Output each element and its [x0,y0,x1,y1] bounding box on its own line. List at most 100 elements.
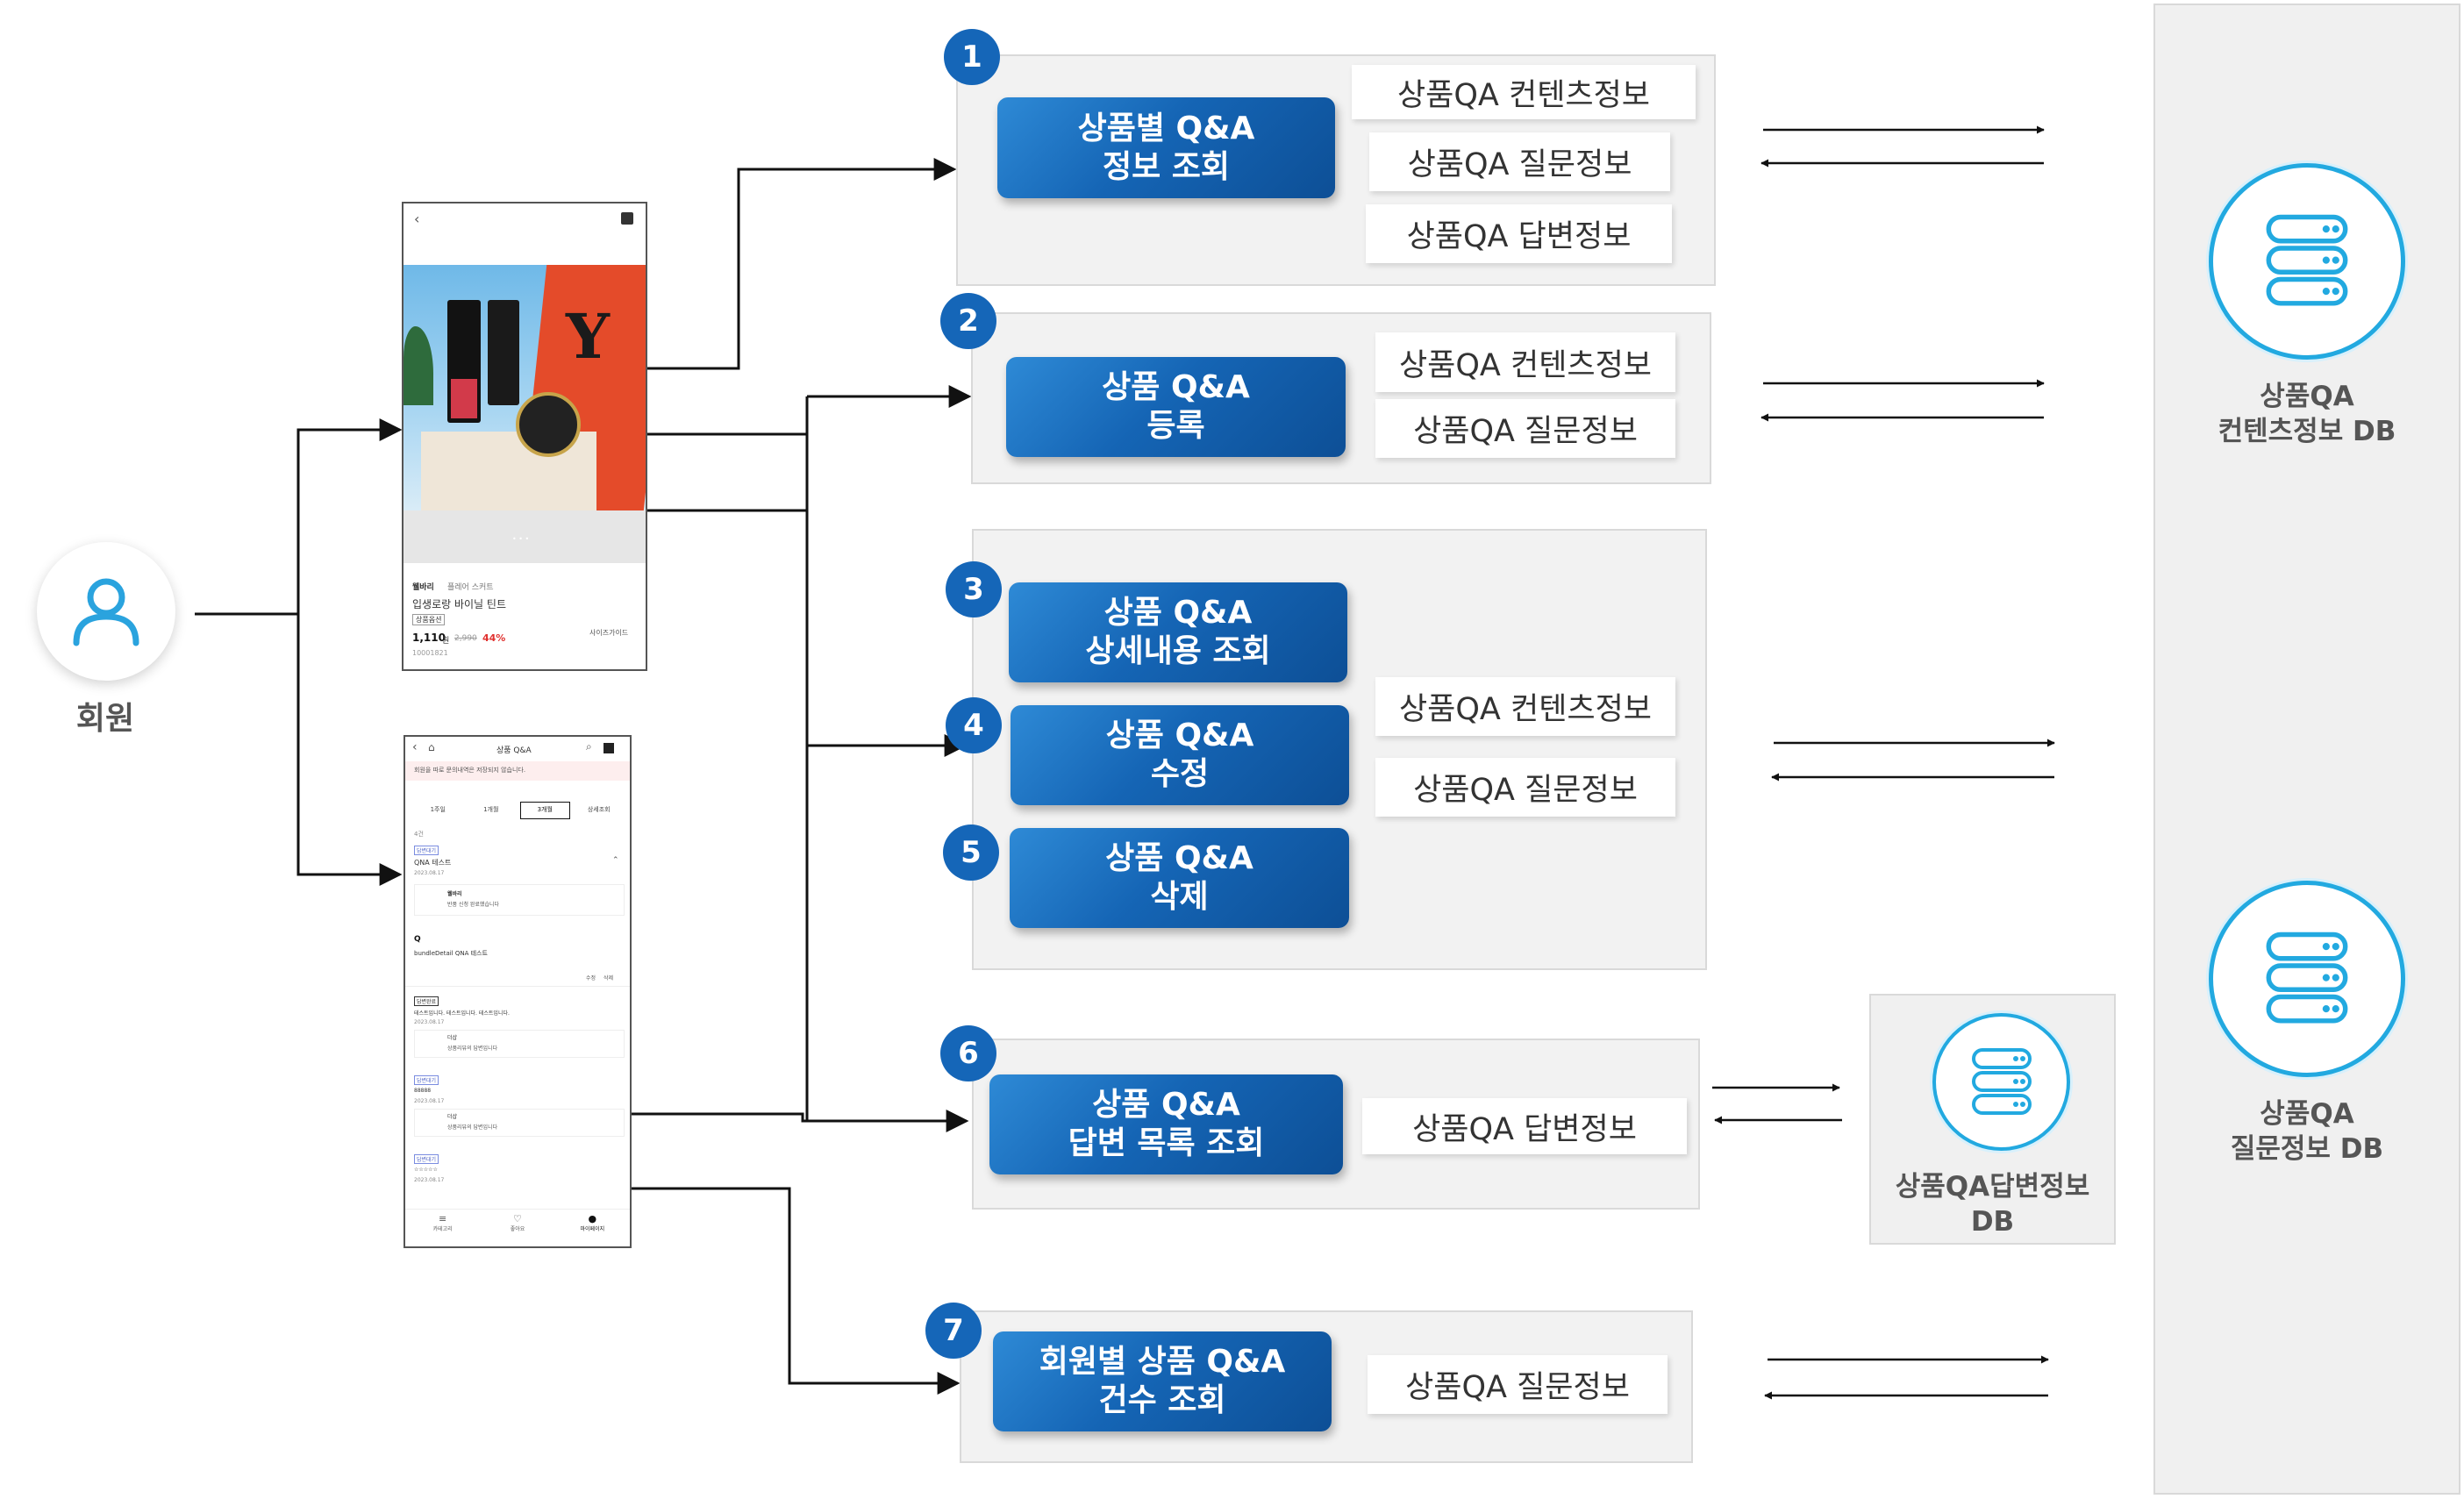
edit-link[interactable]: 수정 [586,975,596,981]
brand-name[interactable]: 웰바리 [412,583,434,592]
qa-item-title[interactable]: 테스트입니다. 테스트입니다. 테스트입니다. [414,1010,510,1017]
product-image: Y [404,265,646,510]
nav-category[interactable]: ≡카테고리 [405,1210,480,1246]
qa-item-date: 2023.08.17 [414,1098,445,1104]
qa-list-screen: ‹ ⌂ 상품 Q&A ⌕ 회원을 따로 문의내역은 저장되지 않습니다. 1주일… [404,735,632,1248]
period-1m[interactable]: 1개월 [483,806,499,813]
answer-label: 웰바리 [447,891,462,897]
answer-db-circle [1932,1013,2070,1151]
cart-icon[interactable] [621,212,633,225]
nav-mypage[interactable]: ●마이페이지 [555,1210,630,1246]
database-icon [1971,1047,2032,1115]
question-db-circle [2209,881,2405,1077]
period-tabs: 1주일 1개월 3개월 상세조회 [414,802,623,819]
carousel-dots: • • • [512,535,530,543]
discount-rate: 44% [482,632,506,644]
answer-text: 반품 신청 완료했습니다 [447,902,500,908]
database-icon [2266,214,2348,306]
status-badge: 답변대기 [414,846,439,855]
qa-item-date: 2023.08.17 [414,870,445,876]
period-3m[interactable]: 3개월 [520,802,570,819]
product-to-fn1 [647,158,957,370]
reply-box [414,1030,625,1058]
period-1w[interactable]: 1주일 [430,806,446,813]
menu-icon: ≡ [439,1213,447,1224]
reply-text: 상품리뷰의 답변입니다 [447,1124,498,1131]
carousel-area [404,510,646,563]
reply-text: 상품리뷰의 답변입니다 [447,1046,498,1052]
info-answer: 상품QA 답변정보 [1366,204,1672,263]
back-icon[interactable]: ‹ [414,211,420,227]
qa-item-title[interactable]: ☆☆☆☆☆ [414,1167,438,1173]
cart-icon[interactable] [604,743,614,753]
option-chip[interactable]: 상품옵션 [412,614,446,625]
reply-box [414,1109,625,1137]
content-db-circle [2209,163,2405,360]
info-question: 상품QA 질문정보 [1368,1355,1668,1414]
delete-link[interactable]: 삭제 [604,975,614,981]
step-badge-6: 6 [940,1025,996,1081]
product-tag: 플레어 스커트 [447,583,494,592]
info-question: 상품QA 질문정보 [1375,758,1675,817]
member-label: 회원 [75,701,135,737]
original-price: 2,990 [454,634,477,643]
notice-bar [405,761,630,781]
qa-item-date: 2023.08.17 [414,1177,445,1183]
step-badge-3: 3 [946,561,1002,617]
info-content: 상품QA 컨텐츠정보 [1352,65,1696,119]
step-badge-7: 7 [925,1303,982,1359]
size-guide-link[interactable]: 사이즈가이드 [589,629,629,637]
product-name: 입생로랑 바이닐 틴트 [412,598,506,610]
price-unit: 원 [442,637,450,646]
qa-item-title[interactable]: 88888 [414,1088,432,1094]
heart-icon: ♡ [513,1213,522,1224]
reply-label: 더샵 [447,1035,458,1041]
back-icon[interactable]: ‹ [412,740,418,754]
question-text: bundleDetail QNA 테스트 [414,950,488,957]
info-content: 상품QA 컨텐츠정보 [1375,677,1675,736]
person-icon: ● [588,1213,597,1224]
product-price: 1,110 [412,632,446,644]
search-icon[interactable]: ⌕ [586,740,592,753]
answer-box [414,884,625,916]
product-code: 10001821 [412,649,448,657]
user-icon [73,578,139,646]
home-icon[interactable]: ⌂ [428,741,435,753]
member-to-product-screen [296,418,403,614]
info-answer: 상품QA 답변정보 [1362,1098,1687,1154]
member-to-qa-screen [296,614,403,886]
database-icon [2266,932,2348,1024]
nav-like[interactable]: ♡좋아요 [480,1210,554,1246]
qa-to-fn7 [632,1187,961,1395]
product-detail-screen: ‹ Y • • • 웰바리 플레어 스커트 입생로랑 바이닐 틴트 상품옵션 1… [402,202,647,671]
divider [405,986,630,987]
step-badge-1: 1 [944,29,1000,85]
notice-text: 회원을 따로 문의내역은 저장되지 않습니다. [414,767,526,774]
step-badge-2: 2 [940,293,996,349]
step-badge-4: 4 [946,697,1002,753]
qa-to-fn6 [632,1110,969,1132]
info-question: 상품QA 질문정보 [1375,399,1675,458]
bottom-nav: ≡카테고리 ♡좋아요 ●마이페이지 [405,1209,630,1246]
status-badge: 답변대기 [414,1075,439,1085]
step-badge-5: 5 [943,824,999,881]
info-question: 상품QA 질문정보 [1369,132,1670,191]
period-detail[interactable]: 상세조회 [587,806,611,813]
status-badge: 답변대기 [414,1154,439,1164]
qa-item-title[interactable]: QNA 테스트 [414,859,452,867]
info-content: 상품QA 컨텐츠정보 [1375,332,1675,392]
qa-item-date: 2023.08.17 [414,1019,445,1025]
reply-label: 더샵 [447,1114,458,1120]
chevron-up-icon[interactable]: ⌃ [612,856,619,865]
